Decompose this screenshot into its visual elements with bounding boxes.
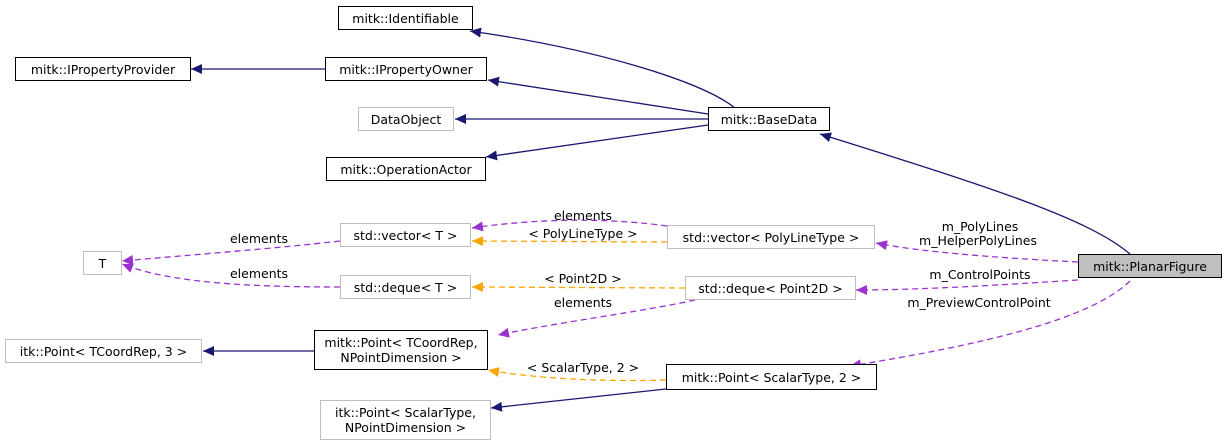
node-mitk-planarfigure[interactable]: mitk::PlanarFigure: [1078, 254, 1222, 278]
edge-label-control-points: m_ControlPoints: [929, 267, 1030, 282]
edge-vectorpolyline-to-vectort: [471, 219, 668, 232]
node-label: mitk::OperationActor: [340, 161, 472, 177]
node-label: std::vector< PolyLineType >: [682, 229, 860, 245]
node-label: itk::Point< TCoordRep, 3 >: [19, 343, 188, 359]
edge-basedata-to-operationactor: [485, 124, 709, 161]
edge-label-vector-polyline-template: < PolyLineType >: [528, 226, 637, 241]
node-label: std::vector< T >: [353, 227, 458, 243]
node-std-deque-point2d[interactable]: std::deque< Point2D >: [685, 276, 856, 300]
node-label-line-2: NPointDimension >: [344, 420, 467, 435]
edge-planarfigure-to-scalarpoint: [849, 280, 1131, 370]
node-label: DataObject: [370, 111, 442, 127]
node-label: mitk::Point< ScalarType, 2 >: [681, 369, 862, 385]
edge-vectort-to-t: [121, 240, 341, 266]
node-label: mitk::BaseData: [720, 111, 818, 127]
node-std-vector-polylinetype[interactable]: std::vector< PolyLineType >: [667, 225, 875, 249]
node-label-line-1: mitk::Point< TCoordRep,: [324, 335, 478, 350]
edge-planarfigure-to-vectorpolyline: [875, 240, 1079, 263]
node-mitk-point-template[interactable]: mitk::Point< TCoordRep, NPointDimension …: [314, 330, 488, 370]
node-mitk-ipropertyprovider[interactable]: mitk::IPropertyProvider: [15, 57, 191, 81]
node-mitk-basedata[interactable]: mitk::BaseData: [708, 107, 830, 131]
node-label: mitk::IPropertyOwner: [339, 61, 473, 77]
node-label-line-1: itk::Point< ScalarType,: [335, 405, 476, 420]
node-label: T: [98, 255, 107, 271]
edge-label-preview-control-point: m_PreviewControlPoint: [907, 295, 1050, 310]
edge-scalarpoint-to-itkpointscalar: [490, 388, 667, 412]
edge-scalarpoint-template-mitkpoint: [487, 367, 667, 382]
node-itk-point-scalartype[interactable]: itk::Point< ScalarType, NPointDimension …: [320, 400, 491, 440]
edge-label-t-from-deque: elements: [230, 266, 288, 281]
edge-label-deque-point2d-elements: elements: [554, 295, 612, 310]
edge-dequet-to-t: [121, 263, 341, 288]
node-label: mitk::Identifiable: [352, 10, 459, 26]
edge-planarfigure-to-basedata: [819, 132, 1131, 255]
node-std-deque-t[interactable]: std::deque< T >: [340, 275, 471, 299]
edge-label-vector-t-elements: elements: [554, 208, 612, 223]
edge-vectorpolyline-template-vectort: [471, 236, 668, 247]
edge-basedata-to-ipropertyowner: [487, 76, 709, 115]
edge-label-poly-lines: m_PolyLines: [942, 219, 1019, 234]
edge-dequepoint2d-template-dequet: [471, 282, 686, 293]
node-itk-point-tcoordrep[interactable]: itk::Point< TCoordRep, 3 >: [5, 339, 202, 363]
edge-dequepoint2d-to-mitkpoint: [497, 299, 696, 338]
node-label: mitk::PlanarFigure: [1093, 258, 1207, 274]
node-mitk-ipropertyowner[interactable]: mitk::IPropertyOwner: [325, 57, 487, 81]
node-mitk-point-scalartype[interactable]: mitk::Point< ScalarType, 2 >: [666, 364, 877, 390]
node-label: mitk::IPropertyProvider: [30, 61, 176, 77]
node-label: std::deque< Point2D >: [698, 280, 843, 296]
node-mitk-operationactor[interactable]: mitk::OperationActor: [326, 157, 486, 181]
edge-label-deque-point2d-template: < Point2D >: [544, 271, 622, 286]
node-t[interactable]: T: [83, 251, 122, 275]
node-label: std::deque< T >: [353, 279, 458, 295]
edge-label-scalar-point-template: < ScalarType, 2 >: [527, 360, 639, 375]
edge-basedata-to-identifiable: [469, 27, 736, 109]
node-dataobject[interactable]: DataObject: [358, 107, 454, 131]
node-mitk-identifiable[interactable]: mitk::Identifiable: [338, 6, 473, 30]
node-label-line-2: NPointDimension >: [340, 350, 462, 365]
edge-label-t-from-vector: elements: [230, 231, 288, 246]
node-std-vector-t[interactable]: std::vector< T >: [340, 223, 471, 247]
edge-label-helper-poly-lines: m_HelperPolyLines: [919, 233, 1037, 248]
